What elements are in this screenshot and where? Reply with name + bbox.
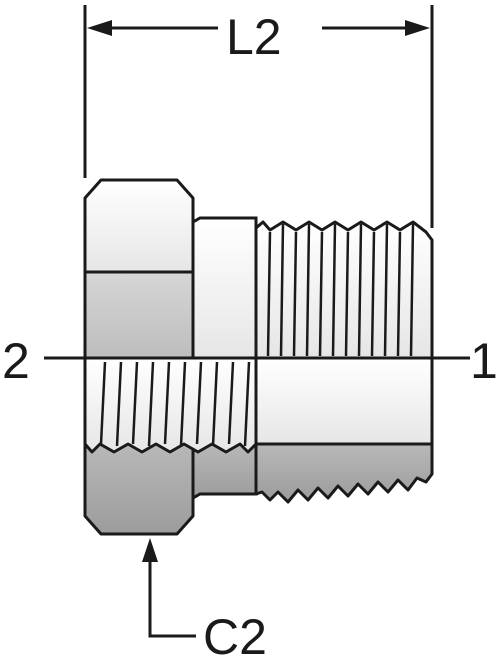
female-thread-section xyxy=(83,356,258,454)
hex-section-lower xyxy=(83,442,195,536)
callout-label-c2: C2 xyxy=(203,609,267,665)
hex-flat-top xyxy=(83,178,195,274)
callout-c2-leader xyxy=(142,538,196,638)
arrowhead-left xyxy=(87,20,112,36)
thread-section-wall xyxy=(254,442,434,504)
bore-through xyxy=(254,356,434,446)
callout-line xyxy=(148,558,196,638)
hex-face-upper xyxy=(83,270,195,360)
dimension-l2 xyxy=(83,5,434,228)
thread-envelope xyxy=(254,220,434,360)
male-thread-exterior xyxy=(254,220,434,360)
port-label-2: 2 xyxy=(2,333,30,389)
bore xyxy=(254,356,434,446)
hex-body-lower xyxy=(83,442,195,536)
arrowhead-right xyxy=(405,20,430,36)
port-label-1: 1 xyxy=(470,333,498,389)
thread-crest-lines xyxy=(266,223,415,357)
neck xyxy=(191,216,258,501)
callout-arrowhead xyxy=(142,538,158,562)
female-thread-lines xyxy=(99,361,251,447)
dimension-label-l2: L2 xyxy=(226,9,282,65)
hex-body-upper xyxy=(83,178,195,360)
male-thread-section xyxy=(254,442,434,504)
neck-upper xyxy=(191,216,258,360)
